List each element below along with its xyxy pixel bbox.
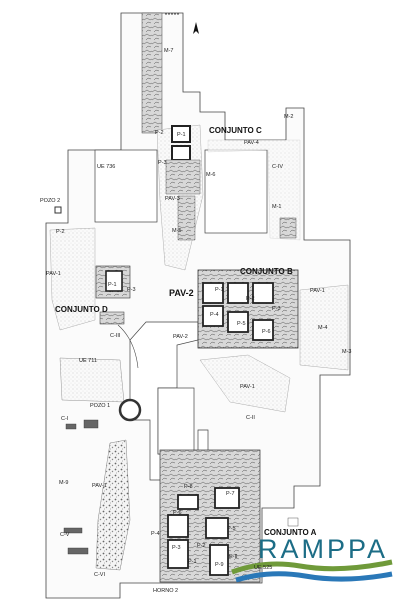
label-pav2-small: PAV-2: [173, 334, 188, 340]
label-m1: M-1: [272, 204, 282, 210]
label-b-p4: P-4: [210, 312, 219, 318]
heading-conjunto-b: CONJUNTO B: [240, 267, 293, 276]
label-ci: C-I: [61, 416, 69, 422]
conjunto-b-rooms: [197, 269, 299, 349]
label-p1a: P-1: [188, 559, 197, 565]
rampa-logo-text: RAMPPA: [258, 534, 389, 564]
label-p4a: P-4: [151, 531, 160, 537]
label-p2-top: P-2: [155, 130, 164, 136]
label-p3-left: P-3: [127, 287, 136, 293]
scattered-features: [63, 217, 299, 555]
heading-pav2: PAV-2: [169, 288, 194, 298]
label-p1-top: P-1: [177, 132, 186, 138]
label-p1-left: P-1: [108, 282, 117, 288]
label-b-p5: P-5: [237, 321, 246, 327]
label-p8a: P-8: [184, 484, 193, 490]
label-pav4: PAV-4: [244, 140, 259, 146]
label-p2a: P-2: [197, 543, 206, 549]
label-cv: C-V: [60, 532, 70, 538]
conjunto-c-rooms: [171, 125, 191, 161]
pozo-2-feature: [54, 206, 62, 214]
conjunto-c-rubble: [165, 159, 201, 241]
label-pav1-right: PAV-1: [310, 288, 325, 294]
label-pav1-low: PAV-1: [92, 483, 107, 489]
label-m2: M-2: [284, 114, 294, 120]
label-b-p2: P-2: [246, 296, 255, 302]
label-p3-top: P-3: [158, 160, 167, 166]
label-b-p6: P-6: [262, 329, 271, 335]
unexcavated-areas: [94, 149, 268, 481]
label-p3a: P-3: [172, 545, 181, 551]
conjunto-d-rooms: [95, 265, 131, 325]
label-p7: P-7: [226, 491, 235, 497]
label-b-p3: P-3: [272, 306, 281, 312]
wall-m7: [141, 12, 163, 134]
north-arrow-icon: [165, 13, 199, 34]
heading-conjunto-d: CONJUNTO D: [55, 305, 108, 314]
feature-line-ciii: [117, 324, 139, 369]
label-pav1-mid: PAV-1: [240, 384, 255, 390]
label-pav1-left: PAV-1: [46, 271, 61, 277]
label-cvi: C-VI: [94, 572, 105, 578]
label-m5: M-5: [172, 228, 182, 234]
label-horno2: HORNO 2: [153, 588, 179, 594]
conjunto-a-rooms: [159, 449, 261, 583]
pozo-1-well: [118, 398, 142, 422]
heading-conjunto-a: CONJUNTO A: [264, 528, 317, 537]
label-p9: P-9: [215, 562, 224, 568]
label-p5a: P-5: [227, 526, 236, 532]
heading-conjunto-c: CONJUNTO C: [209, 126, 262, 135]
label-b-p1: P-1: [215, 287, 224, 293]
label-ciii: C-III: [110, 333, 121, 339]
label-ue525: UE 525: [254, 565, 273, 571]
label-pav3: PAV-3: [165, 196, 180, 202]
label-e2: E-II: [229, 554, 238, 560]
rampa-logo-waves: [231, 559, 393, 583]
label-m4: M-4: [318, 325, 328, 331]
label-cii: C-II: [246, 415, 255, 421]
label-pozo1: POZO 1: [90, 403, 111, 409]
label-p6a: P-6: [173, 510, 182, 516]
label-m6: M-6: [206, 172, 216, 178]
label-p2-left: P-2: [56, 229, 65, 235]
label-m7: M-7: [164, 48, 174, 54]
label-m3: M-3: [342, 349, 352, 355]
label-civ: C-IV: [272, 164, 283, 170]
label-m9: M-9: [59, 480, 69, 486]
label-pozo2: POZO 2: [40, 198, 61, 204]
label-ue736: UE 736: [97, 164, 116, 170]
label-ue711: UE 711: [79, 358, 97, 364]
